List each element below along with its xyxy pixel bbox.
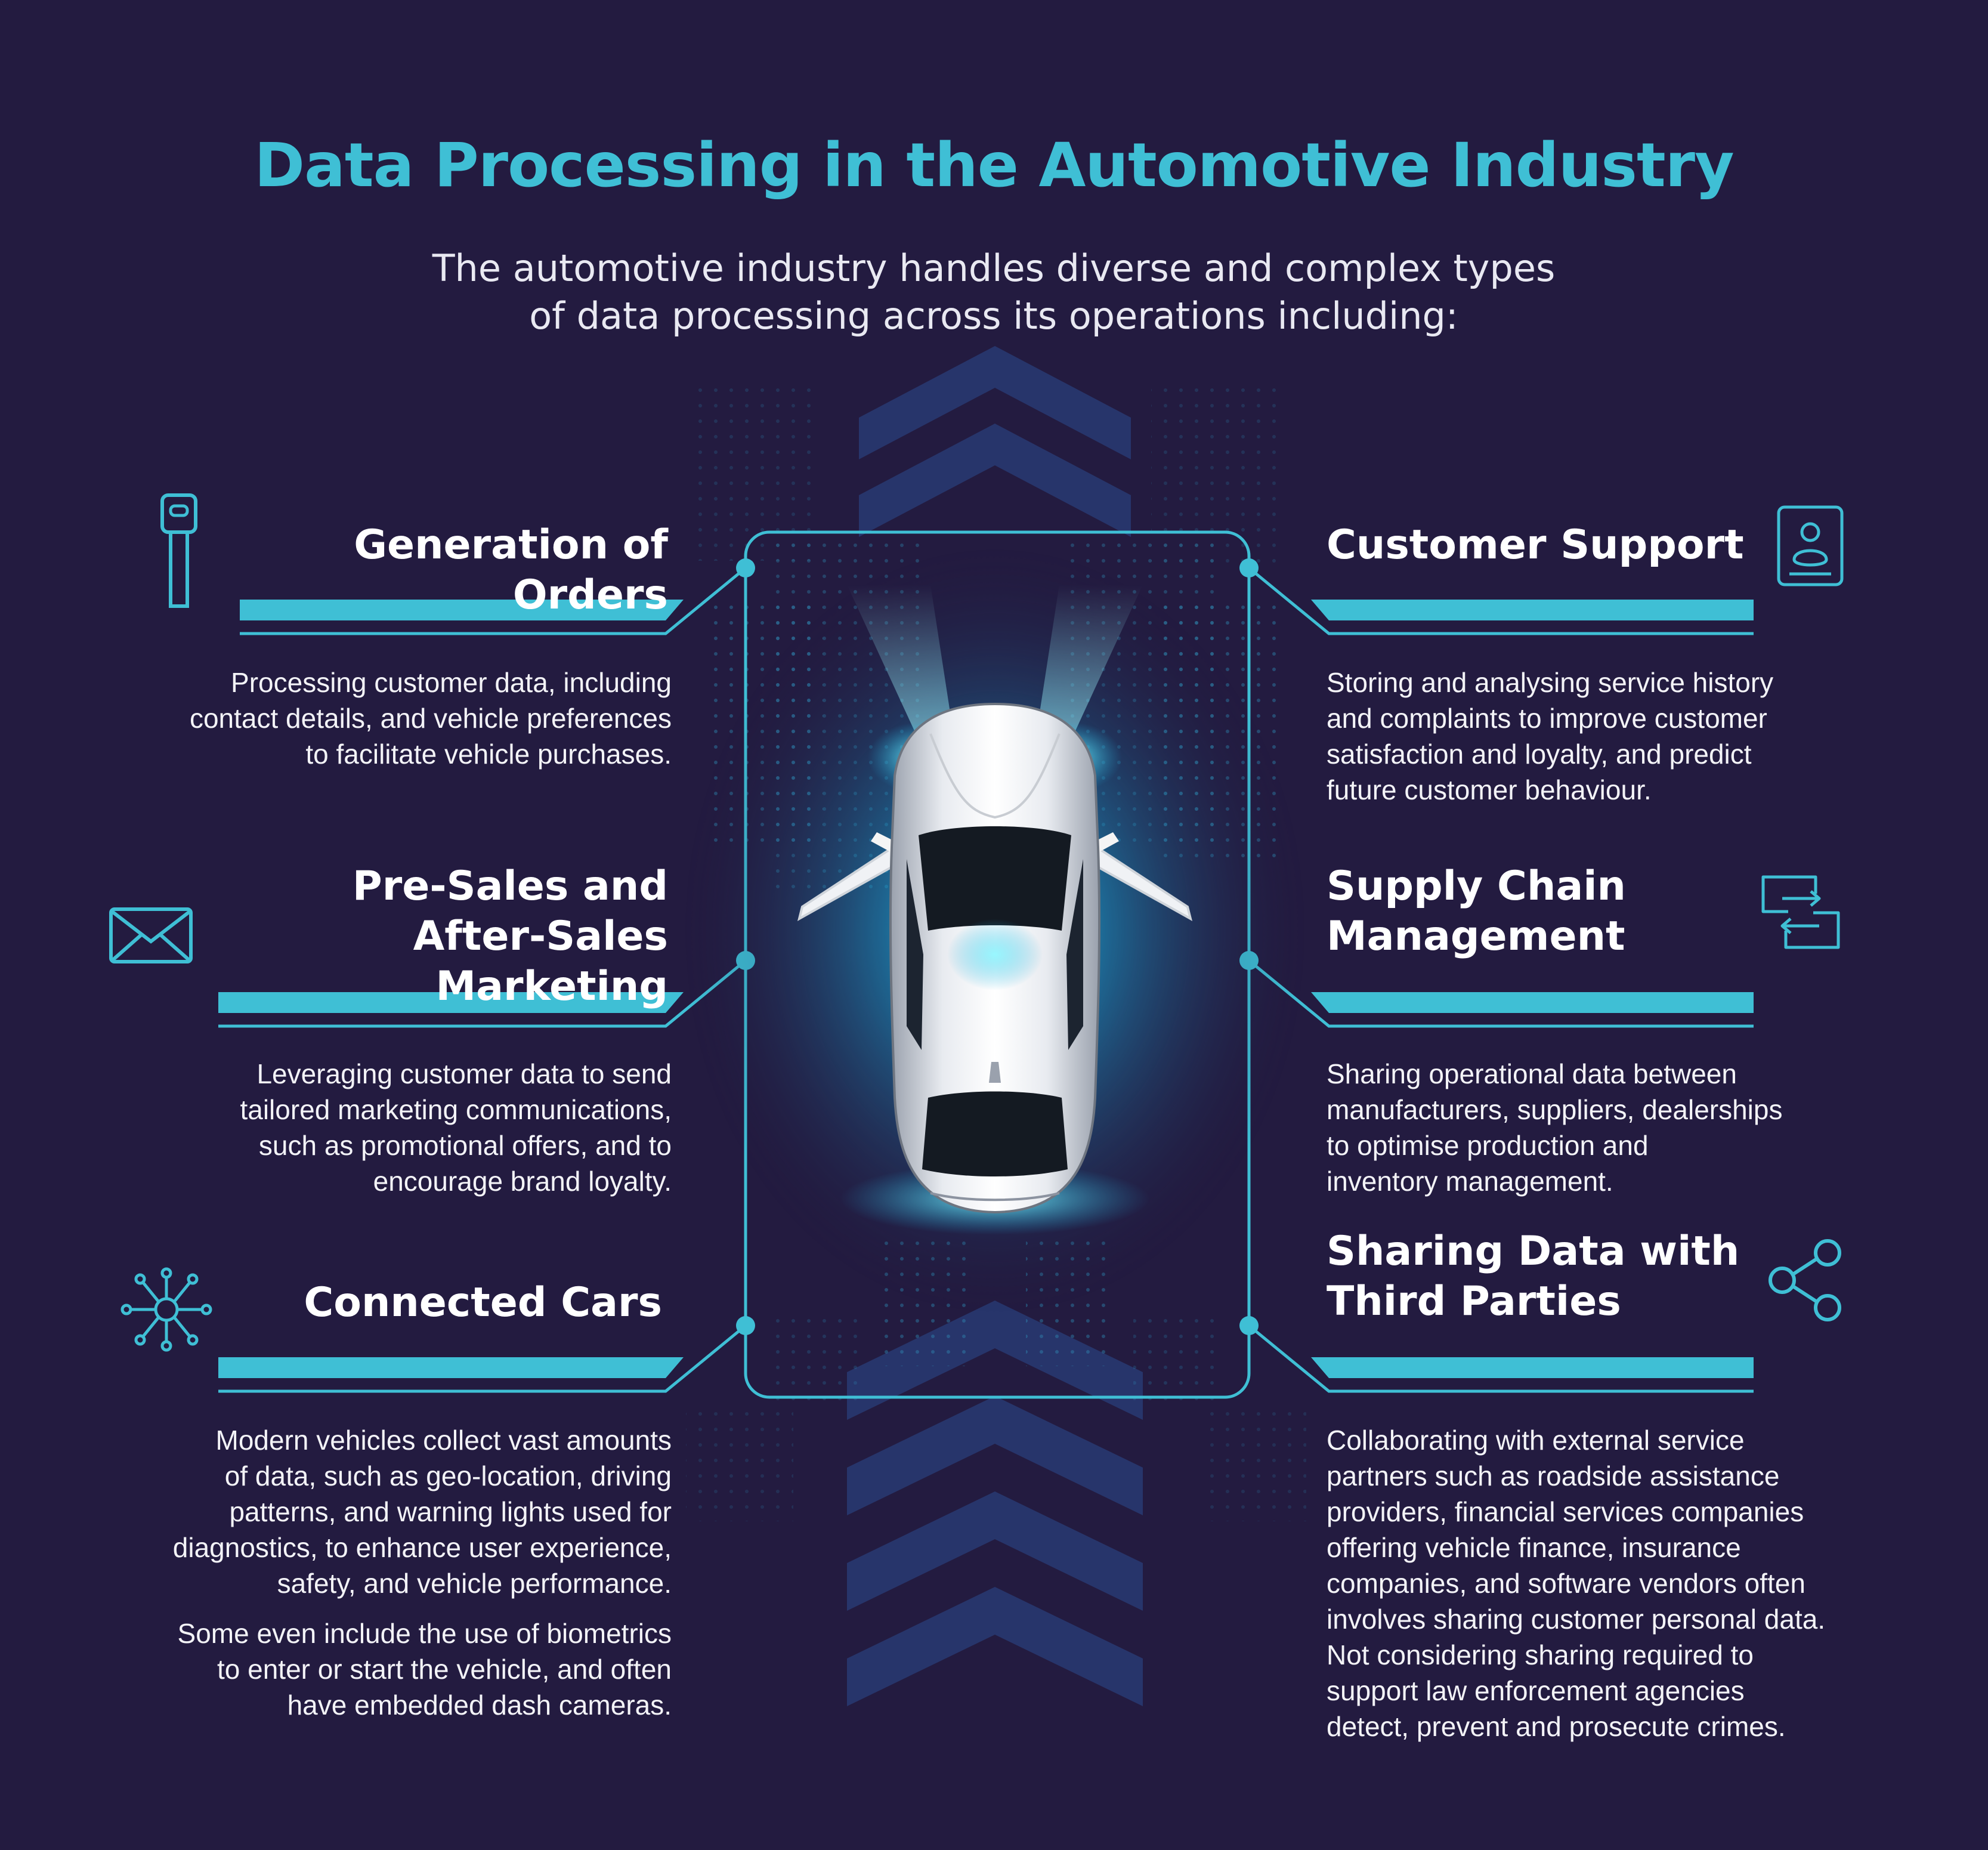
connected-cars-text: Modern vehicles collect vast amounts of … <box>172 1425 672 1599</box>
pre-sales-heading: Pre-Sales and After-Sales Marketing <box>352 863 668 1010</box>
generation-of-orders-text: Processing customer data, including cont… <box>189 667 672 770</box>
chevron-decor-top <box>859 346 1131 537</box>
share-icon <box>1768 1237 1844 1323</box>
connector-bars-right <box>1239 558 1754 1378</box>
generation-of-orders-heading: Generation of Orders <box>354 521 668 619</box>
key-icon <box>160 493 198 610</box>
headlight-beam-right <box>1035 585 1143 740</box>
connected-cars-text-2: Some even include the use of biometrics … <box>177 1618 672 1721</box>
connected-cars-heading: Connected Cars <box>304 1279 662 1326</box>
network-hub-icon <box>119 1266 214 1353</box>
connector-bars-left <box>218 558 755 1378</box>
supply-chain-text: Sharing operational data between manufac… <box>1327 1058 1783 1197</box>
page-subtitle: The automotive industry handles diverse … <box>432 246 1556 338</box>
third-parties-text: Collaborating with external service part… <box>1327 1425 1826 1742</box>
customer-support-text: Storing and analysing service history an… <box>1327 667 1774 805</box>
third-parties-heading: Sharing Data with Third Parties <box>1327 1228 1740 1325</box>
car-top-view <box>797 702 1193 1214</box>
exchange-arrows-icon <box>1758 872 1843 952</box>
envelope-icon <box>109 907 193 964</box>
id-card-icon <box>1776 505 1844 587</box>
pre-sales-text: Leveraging customer data to send tailore… <box>240 1058 672 1197</box>
supply-chain-heading: Supply Chain Management <box>1327 863 1626 960</box>
headlight-beam-left <box>847 585 954 740</box>
customer-support-heading: Customer Support <box>1327 521 1744 569</box>
page-title: Data Processing in the Automotive Indust… <box>254 130 1734 201</box>
